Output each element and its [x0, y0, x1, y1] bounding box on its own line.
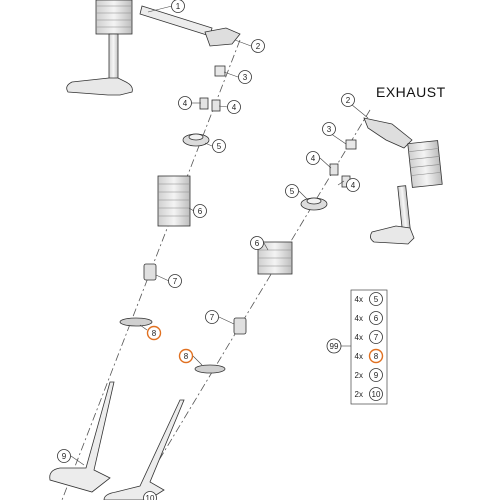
kit-row-part: 5 — [374, 295, 379, 304]
callout-exhaust-4a: 4 — [306, 151, 320, 165]
callout-intake-9-label: 9 — [62, 452, 67, 461]
callout-intake-4b-label: 4 — [232, 103, 237, 112]
callout-intake-1: 1 — [171, 0, 185, 13]
kit-row-qty: 4x — [355, 295, 363, 304]
exhaust-top-valve-stem — [397, 185, 411, 231]
intake-top-valve-assembly — [66, 0, 241, 96]
intake-rocker-arm — [204, 27, 241, 47]
kit-row: 2x 9 — [355, 368, 383, 382]
callout-intake-3-label: 3 — [243, 73, 248, 82]
callout-intake-4a-label: 4 — [183, 99, 188, 108]
callout-exhaust-5-label: 5 — [290, 187, 295, 196]
kit-row-part: 9 — [374, 371, 379, 380]
callout-exhaust-7-label: 7 — [210, 313, 215, 322]
kit-row-qty: 2x — [355, 371, 363, 380]
kit-row-part: 7 — [374, 333, 379, 342]
callout-exhaust-6: 6 — [250, 236, 264, 250]
callout-intake-6-label: 6 — [198, 207, 203, 216]
callout-intake-5: 5 — [212, 139, 226, 153]
callout-intake-4a: 4 — [178, 96, 192, 110]
exhaust-valve-cap — [345, 139, 357, 150]
callout-exhaust-4b: 4 — [346, 178, 360, 192]
callout-intake-5-label: 5 — [217, 142, 222, 151]
kit-row-part: 10 — [372, 390, 381, 399]
kit-row-qty: 4x — [355, 352, 363, 361]
intake-valve — [49, 381, 115, 493]
exhaust-valve-keeper-a — [329, 163, 339, 176]
kit-row-part: 6 — [374, 314, 379, 323]
kit-row: 4x 5 — [355, 292, 383, 306]
callout-intake-3: 3 — [238, 70, 252, 84]
callout-intake-10: 10 — [143, 491, 157, 500]
kit-row: 4x 7 — [355, 330, 383, 344]
intake-valve-cap — [214, 65, 226, 77]
callout-intake-8: 8 — [146, 325, 162, 341]
exhaust-top-valve-assembly — [363, 117, 443, 245]
kit-box: 99 4x 5 4x 6 4x 7 4x 8 2x 9 2x — [326, 289, 388, 405]
exhaust-title: EXHAUST — [376, 84, 446, 100]
callout-exhaust-6-label: 6 — [255, 239, 260, 248]
exhaust-rocker-arm — [363, 117, 413, 149]
callout-exhaust-7: 7 — [205, 310, 219, 324]
intake-parts — [49, 65, 226, 493]
callout-exhaust-8: 8 — [178, 348, 194, 364]
kit-row-qty: 4x — [355, 314, 363, 323]
kit-number: 99 — [330, 342, 339, 351]
exhaust-top-spring — [407, 140, 443, 188]
callout-intake-4b: 4 — [227, 100, 241, 114]
exhaust-spring-seat-washer — [194, 364, 226, 374]
callout-exhaust-8-label: 8 — [184, 352, 189, 361]
intake-top-spring — [95, 0, 133, 35]
callout-intake-2: 2 — [251, 39, 265, 53]
kit-row-qty: 4x — [355, 333, 363, 342]
exhaust-callouts: EXHAUST 2 3 4 4 5 6 7 — [178, 84, 446, 364]
intake-callouts: 1 2 3 4 4 5 6 7 — [57, 0, 265, 500]
callout-exhaust-2-label: 2 — [346, 96, 351, 105]
kit-box-frame — [350, 289, 388, 405]
intake-valve-keeper-a — [199, 97, 209, 110]
intake-top-valve-stem — [108, 33, 119, 83]
kit-row: 2x 10 — [355, 387, 383, 401]
callout-intake-9: 9 — [57, 449, 71, 463]
exhaust-top-valve-head — [370, 225, 415, 245]
exhaust-parts — [103, 139, 357, 500]
callout-intake-1-label: 1 — [176, 2, 181, 11]
callout-intake-8-label: 8 — [152, 329, 157, 338]
kit-row: 4x 8 — [355, 348, 384, 364]
exhaust-valve — [103, 399, 185, 500]
callout-intake-7-label: 7 — [173, 277, 178, 286]
kit-row-part: 8 — [374, 352, 379, 361]
callout-intake-2-label: 2 — [256, 42, 261, 51]
callout-exhaust-2: 2 — [341, 93, 355, 107]
intake-valve-spring — [157, 175, 191, 227]
kit-row: 4x 6 — [355, 311, 383, 325]
callout-exhaust-4a-label: 4 — [311, 154, 316, 163]
callout-exhaust-5: 5 — [285, 184, 299, 198]
intake-top-valve-head — [66, 77, 133, 96]
callout-intake-10-label: 10 — [146, 494, 155, 500]
callout-kit-99: 99 — [326, 338, 342, 354]
callout-exhaust-3: 3 — [322, 122, 336, 136]
exhaust-valve-stem-seal — [233, 317, 247, 335]
intake-valve-keeper-b — [211, 99, 221, 112]
kit-row-qty: 2x — [355, 390, 363, 399]
callout-exhaust-3-label: 3 — [327, 125, 332, 134]
intake-spring-seat-washer — [119, 317, 153, 327]
intake-valve-stem-seal — [143, 263, 157, 281]
callout-exhaust-4b-label: 4 — [351, 181, 356, 190]
callout-intake-6: 6 — [193, 204, 207, 218]
callout-intake-7: 7 — [168, 274, 182, 288]
